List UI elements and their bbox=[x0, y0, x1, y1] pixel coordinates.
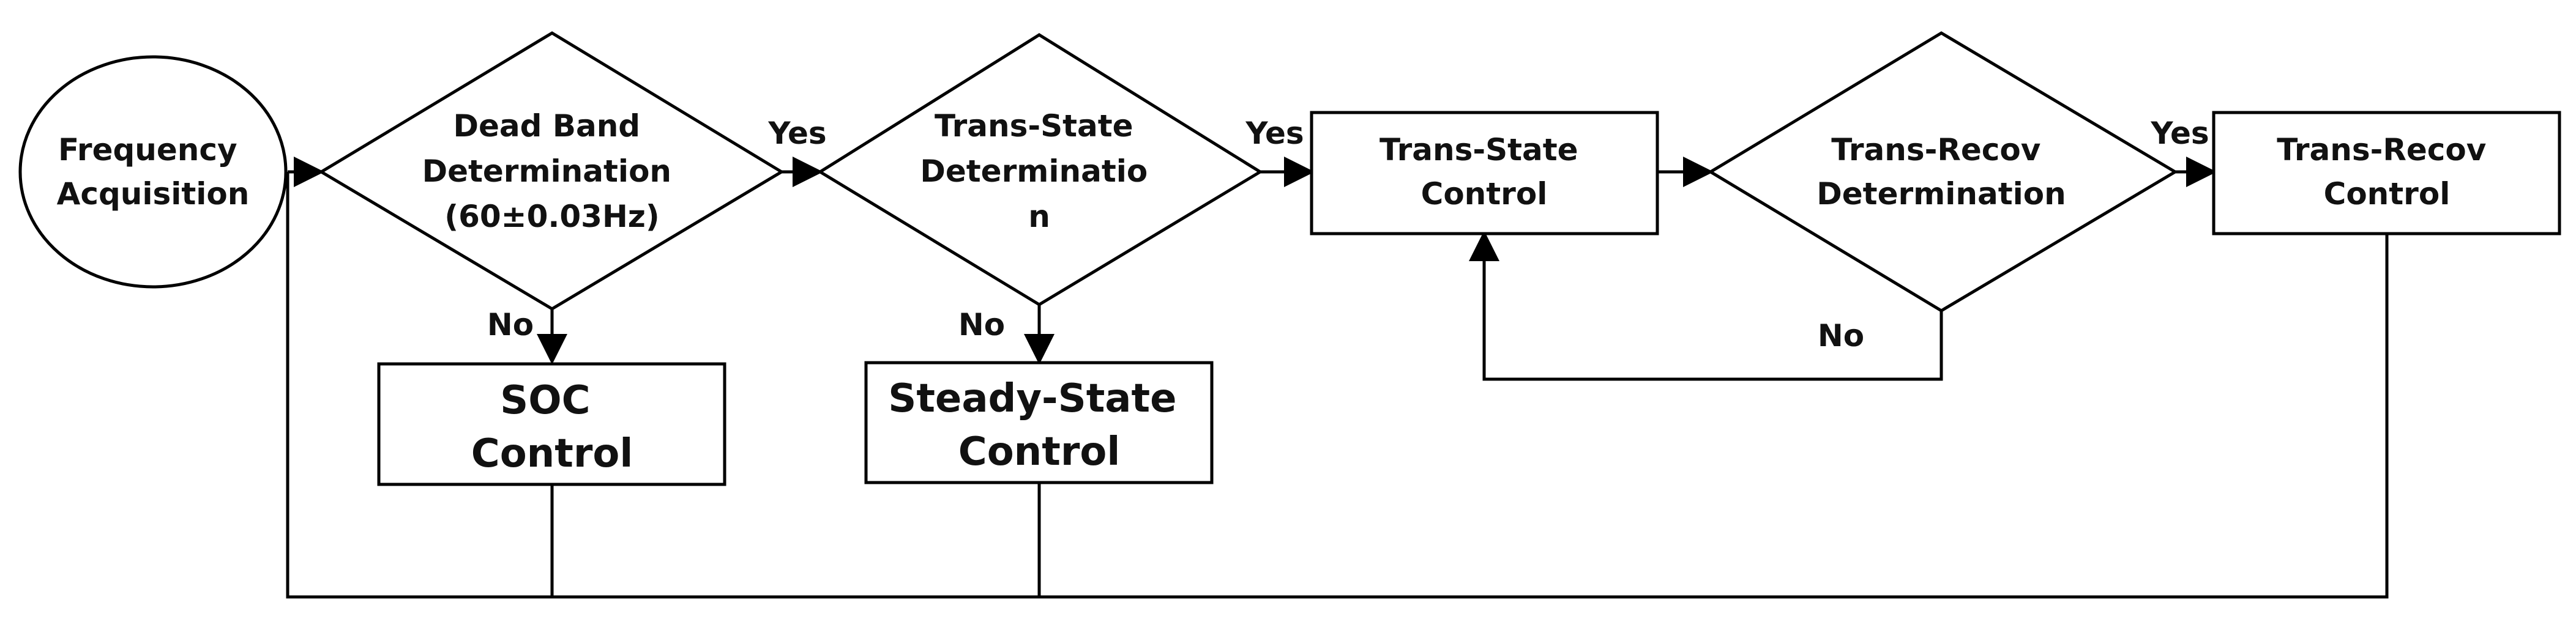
label-line: Trans-State bbox=[1379, 132, 1578, 168]
label-line: Frequency bbox=[58, 132, 237, 168]
edge-label-trans-state-no: No bbox=[958, 307, 1005, 342]
node-trans-recov-determination: Trans-Recov Determination bbox=[1708, 31, 2178, 313]
node-label: Steady-State Control bbox=[888, 376, 1190, 475]
label-line: Control bbox=[958, 429, 1121, 475]
process-shape bbox=[2212, 111, 2561, 235]
process-shape bbox=[1310, 111, 1659, 235]
label-line: n bbox=[1028, 199, 1050, 234]
connector-trans-recov-no-loop bbox=[1469, 231, 1943, 381]
edge-label-dead-band-yes: Yes bbox=[767, 116, 826, 151]
node-label: Trans-State Control bbox=[1379, 132, 1589, 212]
process-shape bbox=[864, 361, 1214, 484]
node-soc-control: SOC Control bbox=[377, 362, 726, 486]
label-line: Control bbox=[1421, 176, 1548, 212]
label-line: Control bbox=[2324, 176, 2451, 212]
edge-label-trans-recov-yes: Yes bbox=[2150, 116, 2209, 151]
node-label: Dead Band Determination (60±0.03Hz) bbox=[422, 108, 682, 234]
node-label: Trans-Recov Control bbox=[2277, 132, 2497, 212]
connectors bbox=[286, 157, 2389, 599]
label-line: Trans-Recov bbox=[1831, 132, 2040, 168]
terminal-shape bbox=[18, 55, 288, 289]
label-line: Steady-State bbox=[888, 376, 1176, 421]
label-line: SOC bbox=[500, 378, 590, 423]
label-line: Dead Band bbox=[453, 108, 640, 144]
node-trans-state-determination: Trans-State Determinatio n bbox=[817, 33, 1263, 306]
decision-shape bbox=[1708, 31, 2178, 313]
edge-label-trans-state-yes: Yes bbox=[1245, 116, 1304, 151]
process-shape bbox=[377, 362, 726, 486]
connector-trans-recov-ctrl-return bbox=[286, 172, 2389, 599]
edge-labels: Yes No Yes No Yes No bbox=[487, 116, 2209, 354]
decision-shape bbox=[318, 31, 785, 311]
node-label: Trans-State Determinatio n bbox=[920, 108, 1158, 234]
label-line: Determination bbox=[1816, 176, 2066, 212]
label-line: Acquisition bbox=[57, 176, 250, 212]
node-dead-band-determination: Dead Band Determination (60±0.03Hz) bbox=[318, 31, 785, 311]
node-label: Frequency Acquisition bbox=[57, 132, 250, 212]
label-line: Determination bbox=[422, 154, 671, 189]
label-line: Determinatio bbox=[920, 154, 1148, 189]
label-line: Trans-State bbox=[935, 108, 1133, 144]
label-line: Trans-Recov bbox=[2277, 132, 2486, 168]
node-label: Trans-Recov Determination bbox=[1816, 132, 2066, 212]
node-label: SOC Control bbox=[471, 378, 633, 476]
decision-shape bbox=[817, 33, 1263, 306]
edge-label-dead-band-no: No bbox=[487, 307, 534, 342]
node-frequency-acquisition: Frequency Acquisition bbox=[18, 55, 288, 289]
label-line: Control bbox=[471, 431, 633, 476]
edge-label-trans-recov-no: No bbox=[1818, 318, 1864, 354]
node-trans-recov-control: Trans-Recov Control bbox=[2212, 111, 2561, 235]
label-line: (60±0.03Hz) bbox=[444, 199, 660, 234]
node-steady-state-control: Steady-State Control bbox=[864, 361, 1214, 484]
node-trans-state-control: Trans-State Control bbox=[1310, 111, 1659, 235]
